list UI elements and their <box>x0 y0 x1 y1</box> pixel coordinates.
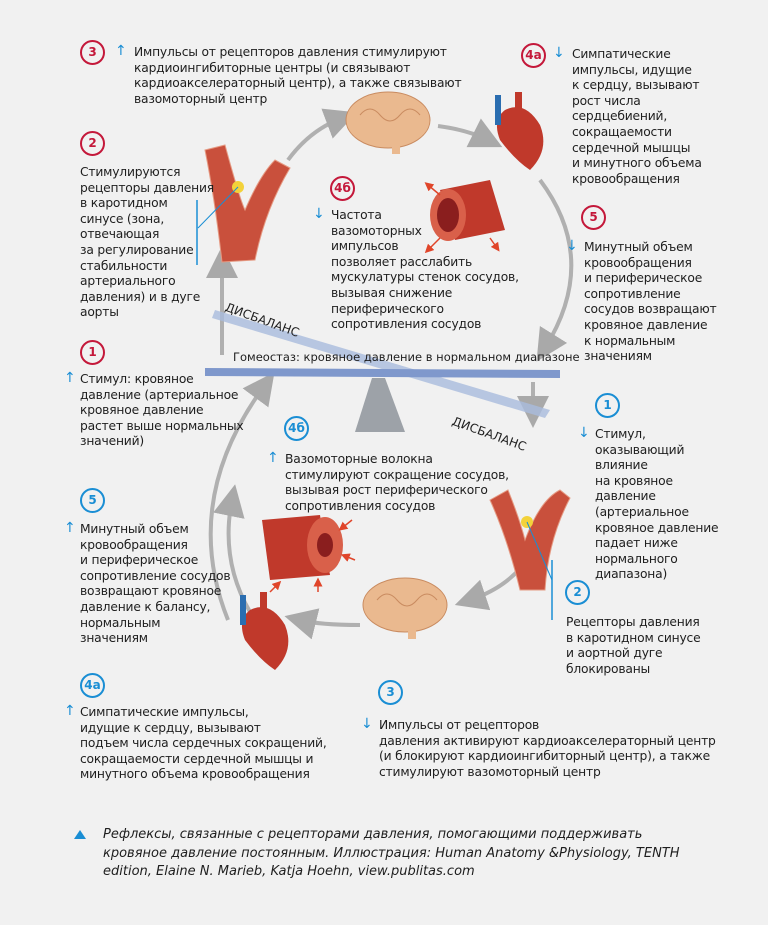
constricted-vessel <box>262 515 356 593</box>
carotid-artery-bottom <box>489 489 571 620</box>
step-badge-2-blue: 2 <box>565 580 590 605</box>
brain-icon-bottom <box>362 577 448 639</box>
arrow-down-icon: ↓ <box>361 716 373 732</box>
heart-icon-bottom <box>240 592 289 670</box>
caption-triangle-icon <box>74 830 86 839</box>
step-badge-4a-red: 4а <box>521 43 546 68</box>
arrow-down-icon: ↓ <box>313 206 325 222</box>
arrow-up-icon: ↑ <box>64 520 76 536</box>
step-text-1-red: Стимул: кровяное давление (артериальное … <box>80 372 244 449</box>
step-badge-3-red: 3 <box>80 40 105 65</box>
arrow-up-icon: ↑ <box>64 370 76 386</box>
heart-icon-top <box>495 92 544 170</box>
step-text-1-blue: Стимул, оказывающий влияние на кровяное … <box>595 427 719 582</box>
arrow-up-icon: ↑ <box>64 703 76 719</box>
arrow-down-icon: ↓ <box>566 238 578 254</box>
seesaw <box>205 310 560 432</box>
step-text-4a-blue: Симпатические импульсы, идущие к сердцу,… <box>80 705 327 782</box>
dilated-vessel <box>424 180 505 254</box>
step-badge-5-blue: 5 <box>80 488 105 513</box>
step-text-4b-red: Частота вазомоторных импульсов позволяет… <box>331 208 519 332</box>
step-badge-5-red: 5 <box>581 205 606 230</box>
arrow-down-icon: ↓ <box>553 45 565 61</box>
arrow-down-icon: ↓ <box>578 425 590 441</box>
arrow-up-icon: ↑ <box>115 43 127 59</box>
step-text-5-red: Минутный объем кровообращения и перифери… <box>584 240 717 364</box>
step-text-3-red: Импульсы от рецепторов давления стимулир… <box>134 45 462 106</box>
step-badge-4b-red: 4б <box>330 176 355 201</box>
step-text-3-blue: Импульсы от рецепторов давления активиру… <box>379 718 716 779</box>
carotid-artery-top <box>196 144 291 265</box>
step-text-4b-blue: Вазомоторные волокна стимулируют сокраще… <box>285 452 509 513</box>
step-text-5-blue: Минутный объем кровообращения и перифери… <box>80 522 231 646</box>
caption: Рефлексы, связанные с рецепторами давлен… <box>103 827 680 879</box>
step-text-4a-red: Симпатические импульсы, идущие к сердцу,… <box>572 47 702 186</box>
brain-icon-top <box>345 91 431 154</box>
arrow-up-icon: ↑ <box>267 450 279 466</box>
step-badge-4a-blue: 4а <box>80 673 105 698</box>
step-badge-1-blue: 1 <box>595 393 620 418</box>
step-badge-1-red: 1 <box>80 340 105 365</box>
homeostasis-label: Гомеостаз: кровяное давление в нормально… <box>233 350 580 364</box>
step-text-2-red: Стимулируются рецепторы давления в карот… <box>80 165 214 320</box>
step-badge-3-blue: 3 <box>378 680 403 705</box>
step-badge-4b-blue: 4б <box>284 416 309 441</box>
step-badge-2-red: 2 <box>80 131 105 156</box>
step-text-2-blue: Рецепторы давления в каротидном синусе и… <box>566 615 701 676</box>
